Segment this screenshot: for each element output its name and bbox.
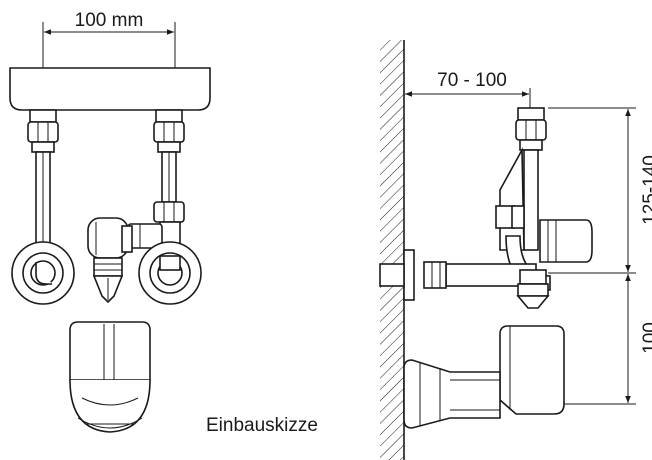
side-valve-head: [516, 269, 550, 309]
side-riser-pipe: [523, 149, 539, 251]
valve-head: [87, 217, 133, 304]
basin: [9, 67, 211, 111]
side-siphon: [403, 325, 565, 429]
height-upper-label: 125-140: [640, 155, 652, 225]
left-wall-rosette: [11, 241, 75, 305]
caption: Einbauskizze: [206, 415, 318, 436]
spacing-dimension: 100 mm: [42, 10, 176, 68]
side-valve-cap: [539, 219, 593, 263]
wall-offset-dimension: 70 - 100: [405, 70, 531, 108]
front-view: 100 mm: [9, 10, 211, 433]
side-view: 70 - 100 125-140 100: [379, 40, 652, 460]
siphon-trap: [69, 321, 151, 433]
side-valve-body: [499, 146, 525, 251]
side-wall-nut: [423, 261, 447, 289]
right-connector-nut: [153, 109, 185, 153]
height-lower-label: 100: [640, 322, 652, 354]
left-connector-nut: [27, 109, 59, 153]
wall-hatching: [380, 40, 404, 460]
side-connector-nut: [515, 107, 547, 151]
height-dimensions: 125-140 100: [548, 107, 652, 405]
right-wall-rosette: [138, 241, 202, 305]
wall-offset-label: 70 - 100: [437, 70, 507, 91]
spacing-label: 100 mm: [75, 10, 144, 31]
side-wall-rosette: [379, 249, 415, 301]
